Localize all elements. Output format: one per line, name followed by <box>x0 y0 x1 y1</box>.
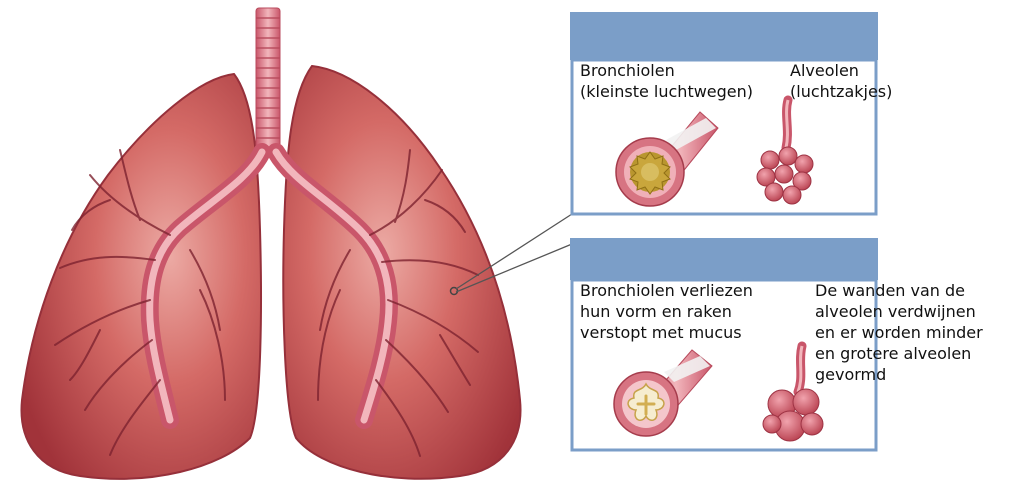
diseased-panel: Bronchiolen verliezen hun vorm en raken … <box>570 238 988 450</box>
diseased-alveoli-label: De wanden van de alveolen verdwijnen en … <box>815 281 988 384</box>
trachea <box>256 8 280 154</box>
left-lung <box>21 74 260 479</box>
diseased-bronchiole-label: Bronchiolen verliezen hun vorm en raken … <box>580 281 758 342</box>
lungs-illustration <box>21 8 520 479</box>
healthy-panel-header <box>570 12 878 60</box>
healthy-panel: Bronchiolen (kleinste luchtwegen) Alveol… <box>570 12 892 214</box>
diseased-panel-header <box>570 238 878 280</box>
